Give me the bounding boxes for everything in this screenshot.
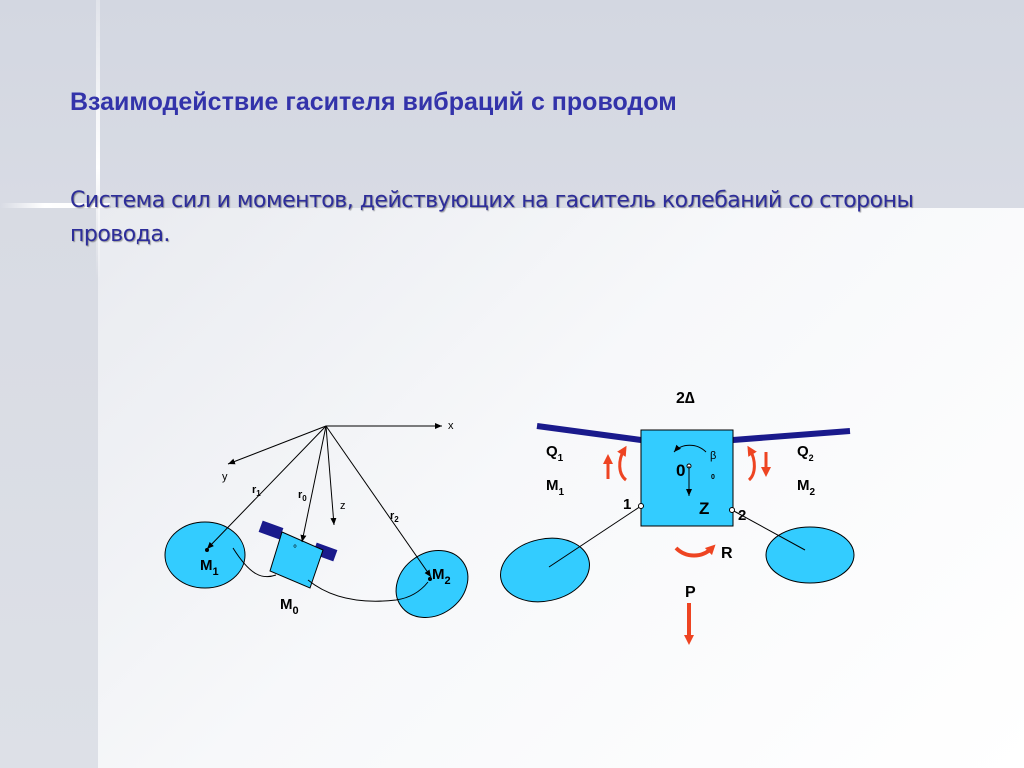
decorative-horizontal-line [0, 203, 110, 208]
mass-m0-body [269, 531, 324, 589]
point-2-label: 2 [738, 507, 746, 524]
m2-label: M2 [432, 566, 451, 587]
m1-label: M1 [200, 557, 219, 578]
r0-label: r0 [298, 489, 307, 503]
point-m1 [205, 548, 209, 552]
point-m2 [428, 577, 432, 581]
attach-point-1 [638, 503, 644, 509]
m2-moment-arrow [747, 445, 757, 482]
axis-y-line [227, 425, 327, 465]
slide-background-left [0, 208, 98, 768]
damper-body [640, 429, 734, 527]
r-label: R [721, 545, 733, 562]
m1-label-right: M1 [546, 477, 565, 498]
vector-r0 [300, 425, 327, 543]
gap-label: 2∆ [676, 390, 695, 407]
point-1-label: 1 [623, 496, 631, 513]
slide-title: Взаимодействие гасителя вибраций с прово… [70, 88, 677, 116]
axis-x-label: x [448, 420, 454, 432]
m0-label: M0 [280, 596, 299, 617]
right-diagram: 2∆ Q1 M1 Q2 M2 0 β 0 Z 1 2 R P [500, 390, 855, 645]
left-diagram: ° x y z r1 r0 r2 M1 M0 M2 [164, 420, 469, 618]
slide-background-top [0, 0, 1024, 208]
cable-left [232, 547, 277, 578]
q1-label: Q1 [546, 443, 564, 464]
mass-m2-ellipse [395, 550, 469, 618]
zero-label: 0 [676, 461, 685, 480]
m1-moment-arrow [617, 445, 628, 482]
vector-r1 [206, 425, 327, 550]
clamp-left [258, 520, 284, 540]
axis-y-label: y [222, 471, 228, 483]
mass-left-ellipse [500, 537, 590, 603]
axis-z-label: z [340, 500, 346, 512]
r-moment-arrow [674, 544, 716, 558]
mass-m1-ellipse [164, 521, 246, 589]
wire-left [536, 423, 642, 443]
q2-label: Q2 [797, 443, 814, 463]
beta-rotation-arrow [673, 444, 707, 453]
decorative-vertical-line [96, 0, 100, 280]
r2-label: r2 [390, 510, 399, 524]
slide-background-main [98, 208, 1024, 768]
cable-to-right-mass [731, 509, 806, 551]
r1-label: r1 [252, 484, 261, 498]
clamp-right [312, 542, 338, 562]
m2-label-right: M2 [797, 477, 816, 498]
wire-right [732, 428, 851, 443]
cable-right [307, 579, 429, 602]
z-label: Z [699, 499, 709, 518]
p-label: P [685, 584, 696, 601]
vector-r2 [325, 425, 432, 578]
beta-sub-label: 0 [711, 474, 715, 481]
slide-subtitle: Система сил и моментов, действующих на г… [70, 188, 914, 247]
cable-to-left-mass [548, 505, 642, 568]
attach-point-2 [729, 507, 735, 513]
m0-center-mark: ° [293, 544, 297, 555]
beta-label: β [710, 450, 716, 462]
axis-z-line [325, 425, 337, 526]
